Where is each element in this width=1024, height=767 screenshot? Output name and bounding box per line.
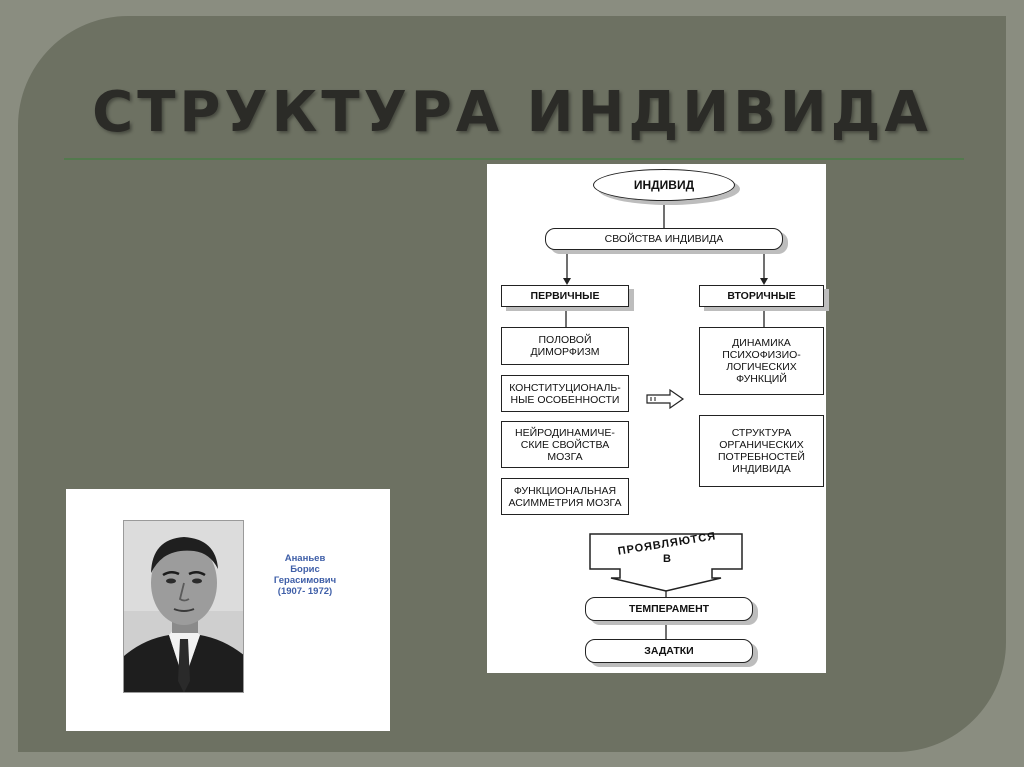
node-individual-label: ИНДИВИД bbox=[633, 178, 695, 192]
down-arrow-icon bbox=[589, 533, 743, 592]
secondary-item-2-line-3: ПОТРЕБНОСТЕЙ bbox=[718, 451, 805, 463]
secondary-item-1-line-2: ПСИХОФИЗИО- bbox=[722, 349, 801, 361]
primary-item-3-line-1: НЕЙРОДИНАМИЧЕ- bbox=[515, 426, 615, 439]
node-inclinations-label: ЗАДАТКИ bbox=[644, 645, 694, 657]
secondary-item-2-line-1: СТРУКТУРА bbox=[731, 427, 792, 439]
right-arrow-icon bbox=[646, 388, 685, 410]
primary-item-asymmetry: ФУНКЦИОНАЛЬНАЯ АСИММЕТРИЯ МОЗГА bbox=[501, 478, 629, 515]
node-inclinations: ЗАДАТКИ bbox=[585, 639, 753, 663]
secondary-item-1-line-3: ЛОГИЧЕСКИХ bbox=[726, 361, 797, 373]
node-primary: ПЕРВИЧНЫЕ bbox=[501, 285, 629, 307]
diagram-connectors bbox=[563, 200, 768, 639]
node-primary-label: ПЕРВИЧНЫЕ bbox=[530, 290, 600, 302]
primary-item-3-line-2: СКИЕ СВОЙСТВА bbox=[520, 438, 610, 451]
secondary-item-psychophysiological: ДИНАМИКА ПСИХОФИЗИО- ЛОГИЧЕСКИХ ФУНКЦИЙ bbox=[699, 327, 824, 395]
primary-item-neurodynamic: НЕЙРОДИНАМИЧЕ- СКИЕ СВОЙСТВА МОЗГА bbox=[501, 421, 629, 468]
person-surname: Ананьев bbox=[284, 553, 326, 564]
portrait-photo bbox=[123, 520, 244, 693]
primary-item-sexual-dimorphism: ПОЛОВОЙ ДИМОРФИЗМ bbox=[501, 327, 629, 365]
secondary-item-organic-needs: СТРУКТУРА ОРГАНИЧЕСКИХ ПОТРЕБНОСТЕЙ ИНДИ… bbox=[699, 415, 824, 487]
portrait-icon bbox=[124, 521, 243, 692]
person-caption: Ананьев Борис Герасимович (1907- 1972) bbox=[266, 553, 344, 597]
title-underline bbox=[64, 158, 964, 160]
manifest-in-label: В bbox=[663, 553, 671, 565]
primary-item-2-line-2: НЫЕ ОСОБЕННОСТИ bbox=[510, 393, 620, 406]
primary-item-constitutional: КОНСТИТУЦИОНАЛЬ- НЫЕ ОСОБЕННОСТИ bbox=[501, 375, 629, 412]
node-properties-label: СВОЙСТВА ИНДИВИДА bbox=[604, 233, 724, 245]
secondary-item-2-line-4: ИНДИВИДА bbox=[732, 463, 791, 475]
node-properties: СВОЙСТВА ИНДИВИДА bbox=[545, 228, 783, 250]
primary-item-4-line-1: ФУНКЦИОНАЛЬНАЯ bbox=[513, 484, 617, 497]
primary-item-3-line-3: МОЗГА bbox=[547, 450, 583, 463]
person-first-name: Борис bbox=[290, 564, 320, 575]
node-secondary-label: ВТОРИЧНЫЕ bbox=[727, 290, 796, 302]
secondary-item-2-line-2: ОРГАНИЧЕСКИХ bbox=[719, 439, 804, 451]
primary-item-2-line-1: КОНСТИТУЦИОНАЛЬ- bbox=[509, 381, 621, 394]
primary-item-1-line-1: ПОЛОВОЙ bbox=[538, 334, 592, 346]
node-secondary: ВТОРИЧНЫЕ bbox=[699, 285, 824, 307]
person-patronymic: Герасимович bbox=[273, 575, 337, 586]
primary-item-1-line-2: ДИМОРФИЗМ bbox=[530, 346, 600, 358]
node-individual: ИНДИВИД bbox=[593, 169, 735, 201]
node-temperament-label: ТЕМПЕРАМЕНТ bbox=[628, 603, 710, 615]
primary-item-4-line-2: АСИММЕТРИЯ МОЗГА bbox=[508, 496, 622, 509]
slide-title: СТРУКТУРА ИНДИВИДА bbox=[92, 80, 932, 145]
secondary-item-1-line-4: ФУНКЦИЙ bbox=[736, 373, 787, 385]
node-temperament: ТЕМПЕРАМЕНТ bbox=[585, 597, 753, 621]
secondary-item-1-line-1: ДИНАМИКА bbox=[732, 337, 791, 349]
person-years: (1907- 1972) bbox=[277, 586, 333, 597]
photo-card: Ананьев Борис Герасимович (1907- 1972) bbox=[66, 489, 390, 731]
structure-diagram: ИНДИВИД СВОЙСТВА ИНДИВИДА ПЕРВИЧНЫЕ ВТОР… bbox=[487, 164, 826, 673]
